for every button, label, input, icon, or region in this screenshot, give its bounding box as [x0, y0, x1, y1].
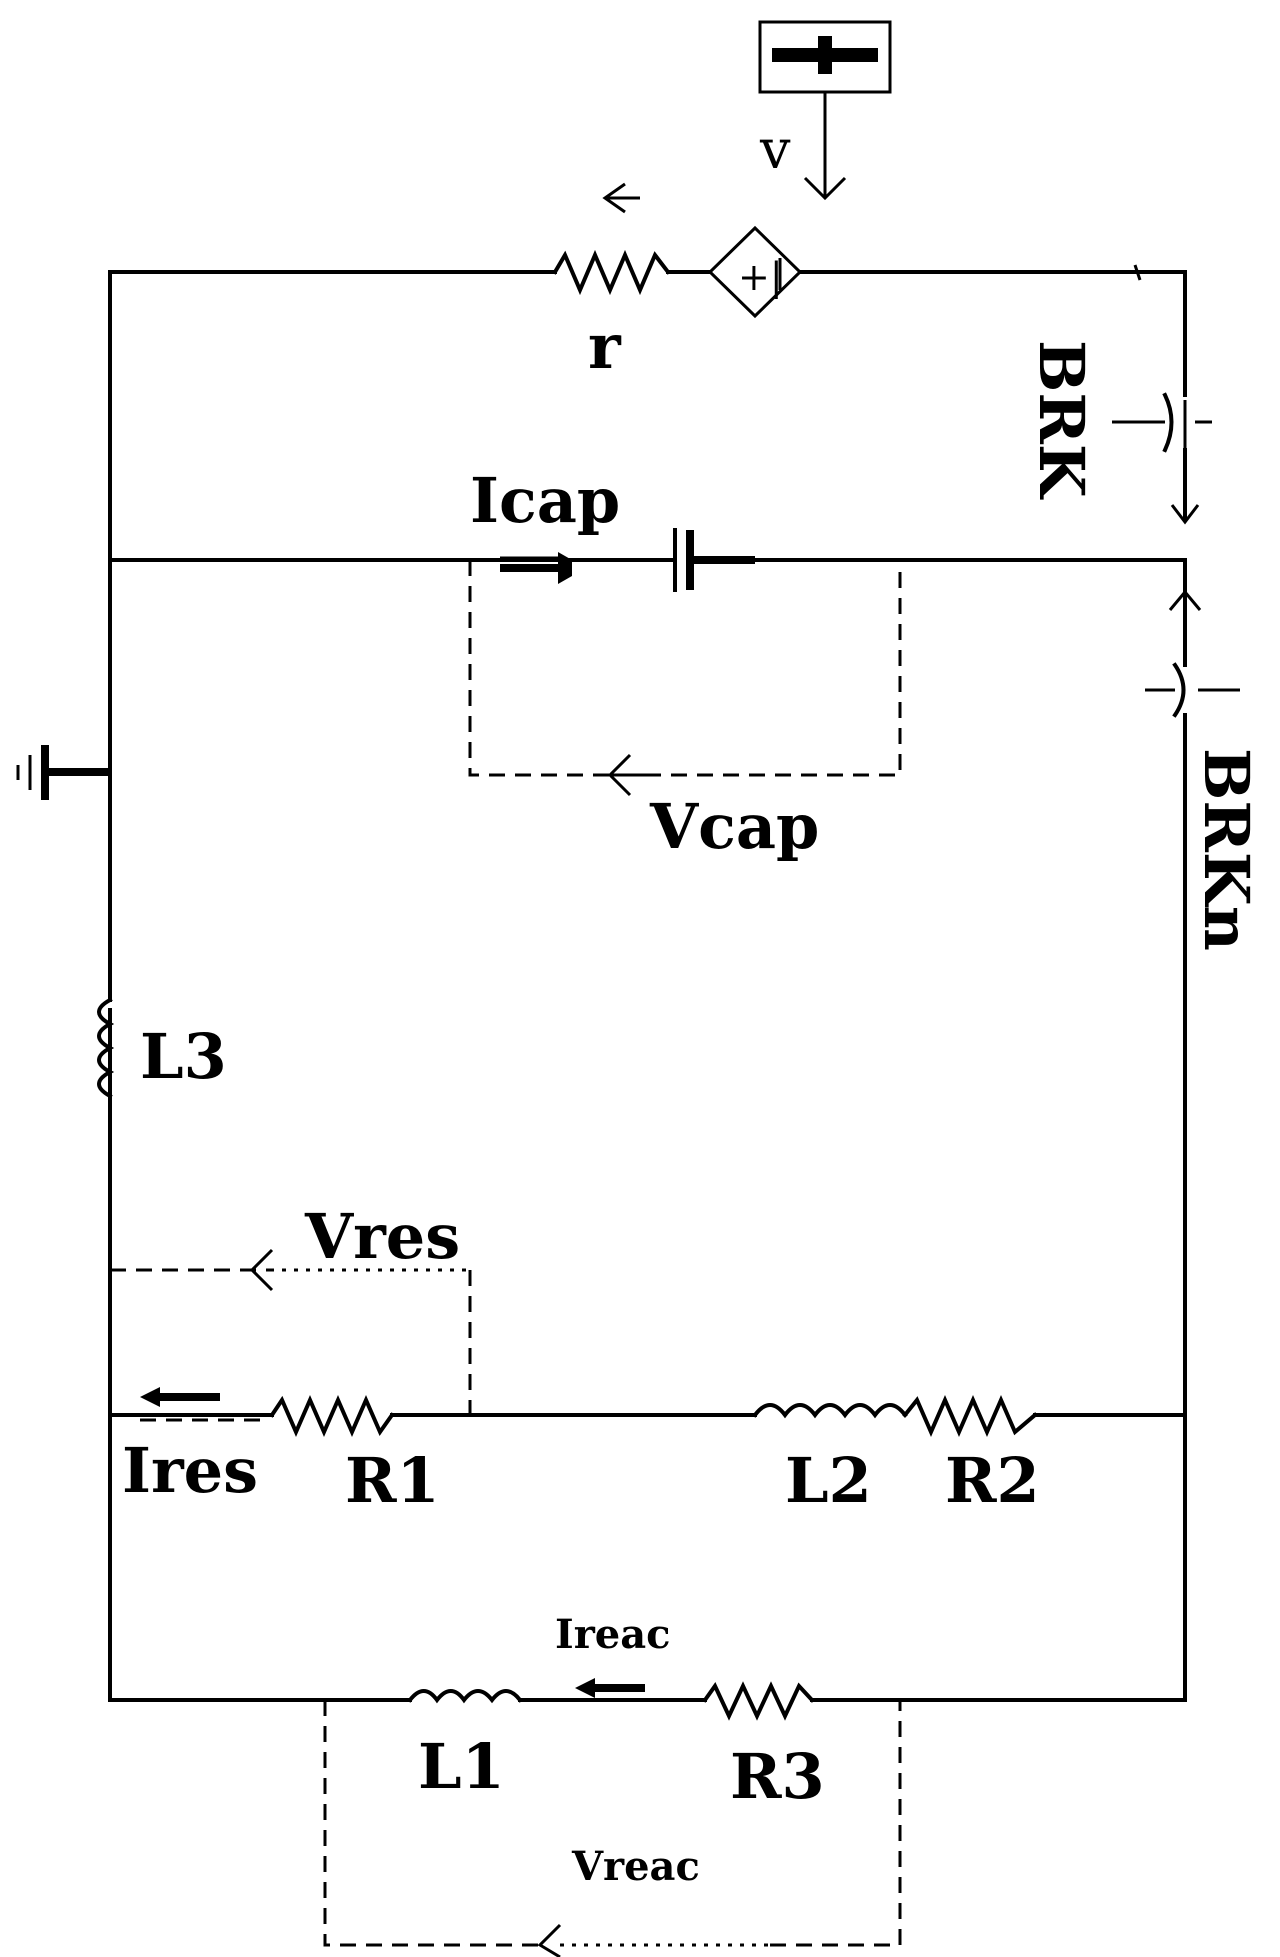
label-l3: L3	[140, 1020, 227, 1093]
inductor-l2	[752, 1403, 908, 1419]
ireac-arrow	[575, 1678, 645, 1698]
breaker-brkn	[1145, 558, 1240, 1417]
label-brkn: BRKn	[1190, 748, 1263, 951]
label-vreac: Vreac	[571, 1843, 700, 1890]
label-l1: L1	[418, 1730, 505, 1803]
vreac-measurement-loop	[323, 1700, 902, 1957]
top-wire	[108, 264, 1187, 397]
label-icap: Icap	[470, 464, 620, 537]
label-r: r	[588, 310, 622, 383]
svg-text:+|: +|	[738, 255, 783, 299]
icap-arrow	[500, 552, 572, 584]
voltage-meter-block	[758, 20, 892, 201]
controlled-voltage-source: +|	[707, 225, 803, 319]
vcap-measurement-loop	[468, 560, 902, 797]
label-r3: R3	[730, 1740, 825, 1813]
label-brk: BRK	[1025, 340, 1098, 500]
label-vcap: Vcap	[649, 790, 819, 863]
reactive-branch-wire	[108, 1413, 1187, 1702]
resistor-r	[552, 182, 671, 296]
label-ireac: Ireac	[555, 1611, 671, 1658]
resistor-r2	[902, 1395, 1038, 1437]
ground-icon	[16, 745, 110, 800]
breaker-brk	[1112, 392, 1212, 525]
label-vres: Vres	[304, 1200, 460, 1273]
resistor-r1	[269, 1395, 395, 1437]
vres-measurement-loop	[110, 1248, 472, 1415]
label-r2: R2	[945, 1444, 1040, 1517]
resistor-r3	[702, 1681, 815, 1721]
ires-arrow	[140, 1387, 270, 1422]
inductor-l1	[407, 1689, 523, 1704]
label-ires: Ires	[122, 1434, 258, 1507]
capacitor	[673, 528, 755, 592]
label-r1: R1	[345, 1444, 440, 1517]
label-l2: L2	[785, 1444, 872, 1517]
label-v: v	[759, 118, 791, 181]
inductor-l3	[97, 983, 115, 1112]
